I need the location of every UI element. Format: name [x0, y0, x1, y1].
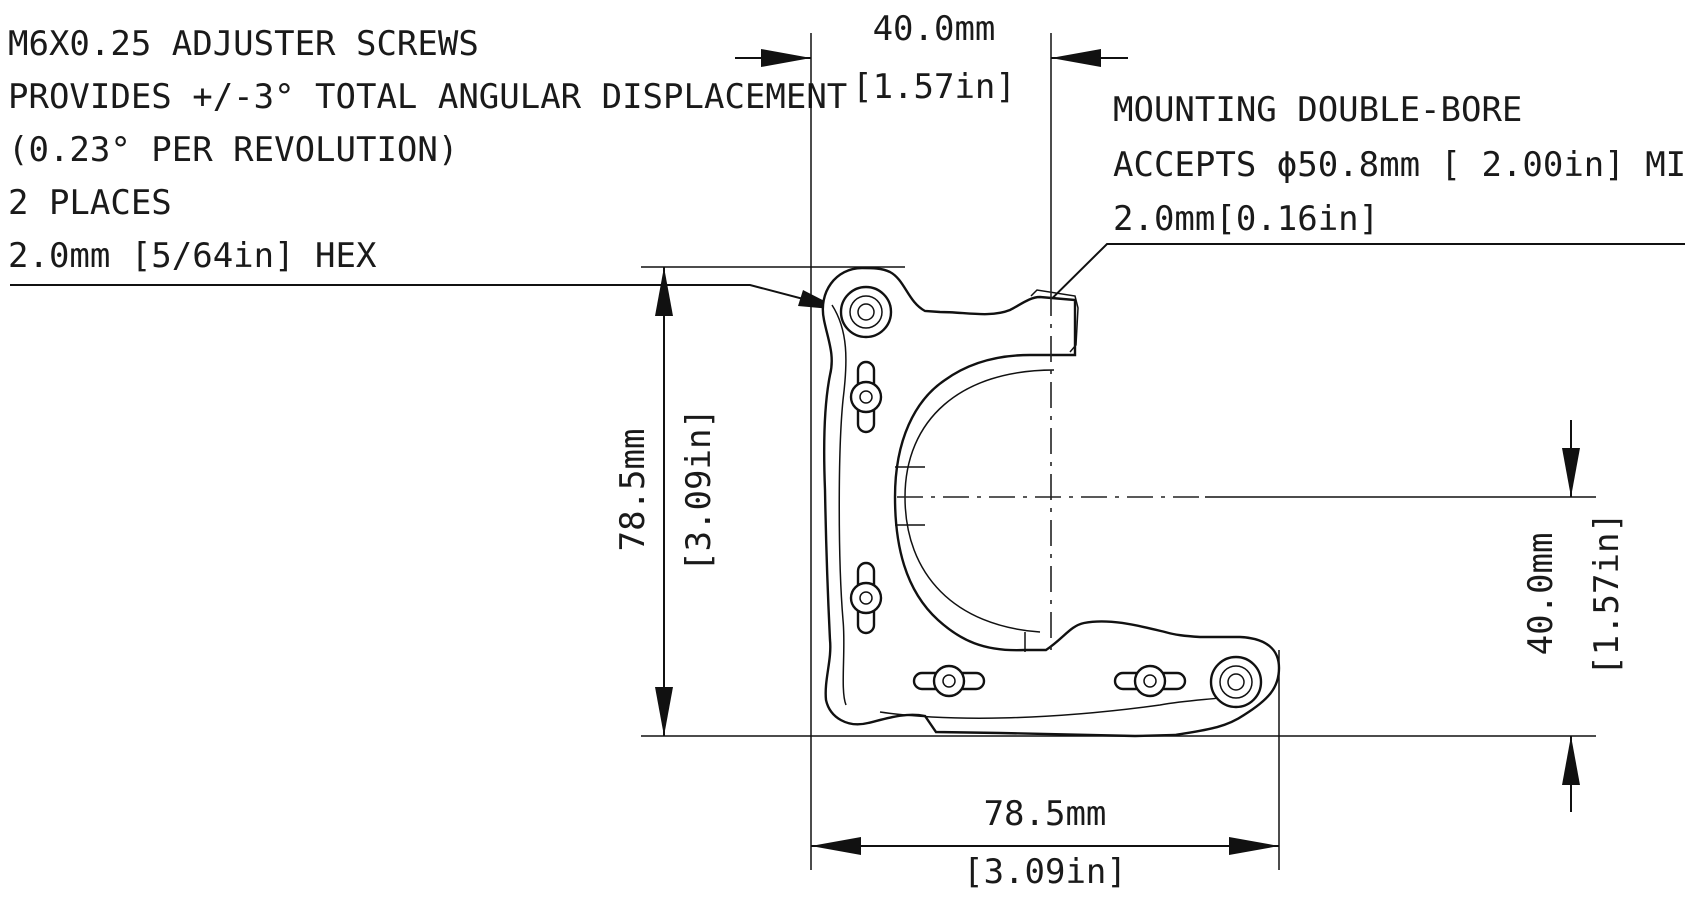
dim-left-height: 78.5mm [3.09in] — [613, 267, 719, 736]
adjuster-callout-line-4: 2 PLACES — [8, 183, 172, 223]
adjuster-callout-line-5: 2.0mm [5/64in] HEX — [8, 236, 377, 276]
dim-right-height-arrow-top — [1562, 448, 1580, 497]
dim-right-height-arrow-bottom — [1562, 736, 1580, 785]
slot-screw-bottom-right-head — [1133, 664, 1167, 698]
adjuster-screw-top-mid — [849, 295, 883, 329]
adjuster-callout: M6X0.25 ADJUSTER SCREWS PROVIDES +/-3° T… — [8, 24, 847, 276]
dim-bottom-width-arrow-left — [811, 837, 861, 855]
dim-right-height-mm: 40.0mm — [1521, 533, 1561, 656]
mount-callout-line-3: 2.0mm[0.16in] — [1113, 199, 1379, 239]
adjuster-screw-top-outer — [839, 285, 893, 339]
dim-top-width-arrow-left — [761, 49, 811, 67]
adjuster-screw-bottom-mid — [1219, 665, 1253, 699]
adjuster-screw-bottom-outer — [1209, 655, 1263, 709]
mount-body-outline — [821, 266, 1281, 738]
slot-screw-left-lower-head — [849, 581, 883, 615]
mount-leader-line — [999, 243, 1685, 351]
slot-screw-left-upper — [849, 360, 883, 434]
adjuster-screw-bottom-hex — [1227, 673, 1245, 691]
slot-screw-left-upper-head — [849, 380, 883, 414]
adjuster-callout-line-2: PROVIDES +/-3° TOTAL ANGULAR DISPLACEMEN… — [8, 77, 847, 117]
left-edge-offset — [831, 304, 847, 706]
adjuster-screw-bottom — [1209, 655, 1263, 709]
adjuster-callout-line-1: M6X0.25 ADJUSTER SCREWS — [8, 24, 479, 64]
dim-top-width-arrow-right — [1051, 49, 1101, 67]
mount-callout-line-2: ACCEPTS ϕ50.8mm [ 2.00in] MINIMUN — [1113, 145, 1688, 185]
center-lines — [897, 290, 1205, 650]
slot-screw-bottom-left-head — [932, 664, 966, 698]
dim-right-height-inch: [1.57in] — [1587, 512, 1627, 676]
dim-left-height-mm: 78.5mm — [613, 429, 653, 552]
dim-bottom-width-inch: [3.09in] — [963, 852, 1127, 892]
dim-right-height: 40.0mm [1.57in] — [1521, 420, 1627, 812]
dim-bottom-width: 78.5mm [3.09in] — [811, 794, 1279, 892]
dim-bottom-width-arrow-right — [1229, 837, 1279, 855]
dim-left-height-inch: [3.09in] — [679, 408, 719, 572]
bore-inner-edge — [904, 369, 1055, 633]
slot-screw-bottom-right — [1113, 664, 1187, 698]
adjuster-leader-line — [10, 284, 831, 307]
adjuster-screw-top-hex — [857, 303, 875, 321]
dim-top-width: 40.0mm [1.57in] — [735, 9, 1128, 107]
top-tab — [1030, 289, 1079, 353]
slot-screw-left-lower-center — [859, 591, 873, 605]
dim-left-height-arrow-top — [655, 267, 673, 316]
dim-top-width-inch: [1.57in] — [852, 67, 1016, 107]
dim-left-height-arrow-bottom — [655, 687, 673, 736]
slot-screw-bottom-left — [912, 664, 986, 698]
slot-screw-left-upper-center — [859, 390, 873, 404]
dim-top-width-mm: 40.0mm — [873, 9, 996, 49]
mount-callout-line-1: MOUNTING DOUBLE-BORE — [1113, 90, 1522, 130]
slot-screw-left-lower — [849, 561, 883, 635]
dim-bottom-width-mm: 78.5mm — [984, 794, 1107, 834]
slot-screw-bottom-left-center — [942, 674, 956, 688]
mount-callout: MOUNTING DOUBLE-BORE ACCEPTS ϕ50.8mm [ 2… — [1113, 90, 1688, 239]
adjuster-screw-top — [839, 285, 893, 339]
slot-screw-bottom-right-center — [1143, 674, 1157, 688]
adjuster-callout-line-3: (0.23° PER REVOLUTION) — [8, 130, 458, 170]
